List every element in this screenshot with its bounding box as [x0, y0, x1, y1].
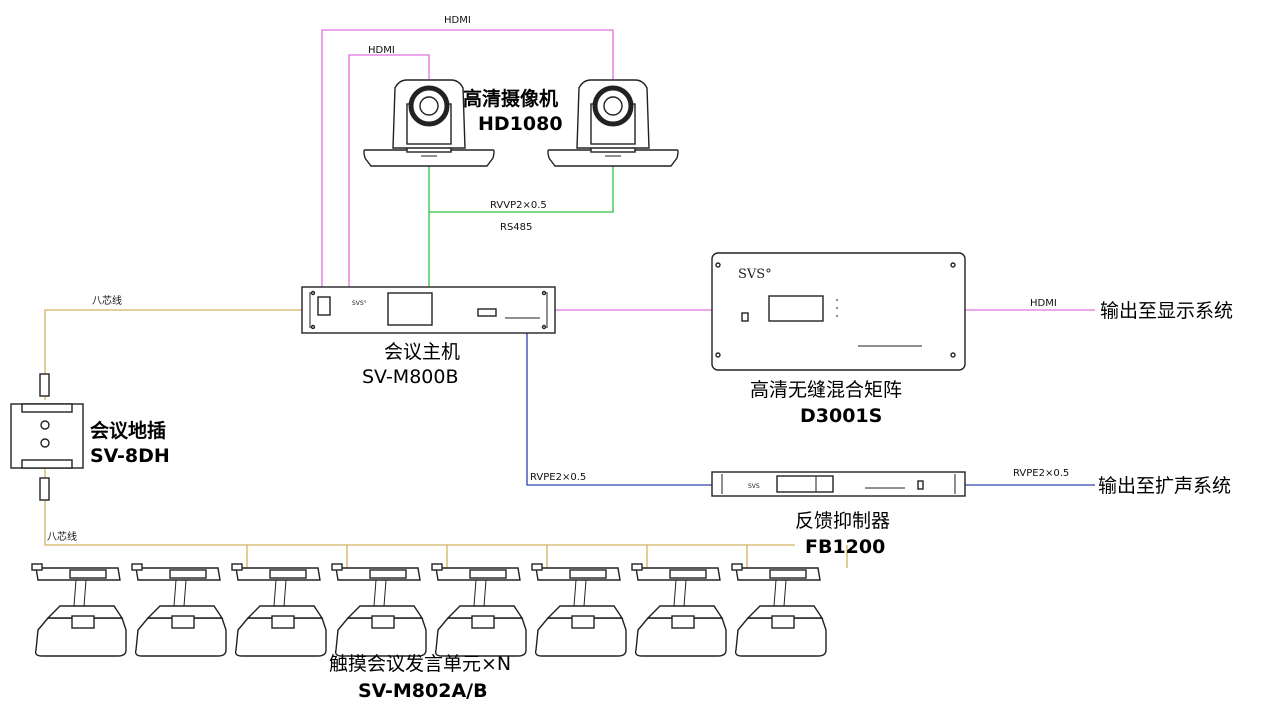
wire-hdmi-camera-1 [348, 54, 430, 287]
feedback-name: 反馈抑制器 [795, 510, 890, 532]
conference-unit-icon [431, 563, 527, 657]
label-rvpe-out: RVPE2×0.5 [1013, 468, 1069, 479]
wire-eight-core-top [44, 309, 302, 400]
conference-unit-icon [231, 563, 327, 657]
host-name: 会议主机 [384, 341, 460, 363]
conference-unit-icon [131, 563, 227, 657]
conference-units [31, 563, 827, 657]
matrix-name: 高清无缝混合矩阵 [750, 379, 902, 401]
feedback-model: FB1200 [805, 536, 885, 558]
wire-hdmi-camera-2 [321, 29, 614, 287]
output-speaker: 输出至扩声系统 [1098, 475, 1231, 497]
label-rvvp: RVVP2×0.5 [490, 200, 547, 211]
units-model: SV-M802A/B [358, 680, 488, 702]
label-hdmi-inner: HDMI [368, 45, 395, 56]
ptz-camera-icon [548, 80, 678, 166]
host-model: SV-M800B [362, 366, 459, 388]
conference-unit-icon [531, 563, 627, 657]
camera-model: HD1080 [478, 113, 563, 135]
feedback-device: SVS [711, 471, 966, 497]
output-display: 输出至显示系统 [1100, 300, 1233, 322]
label-rs485: RS485 [500, 222, 532, 233]
wire-labels: HDMI HDMI RVVP2×0.5 RS485 八芯线 八芯线 HDMI R… [47, 15, 1069, 543]
wire-audio-host-feedback [526, 333, 712, 486]
camera-2 [548, 80, 678, 166]
rack-unit-icon [711, 471, 966, 497]
label-hdmi-top: HDMI [444, 15, 471, 26]
matrix-brand: SVS° [738, 267, 772, 282]
label-hdmi-display: HDMI [1030, 298, 1057, 309]
feedback-brand: SVS [748, 483, 760, 490]
wire-eight-core-bottom [44, 468, 795, 546]
conference-unit-icon [731, 563, 827, 657]
wire-rs485-branch [429, 166, 614, 213]
floor-socket-icon [10, 373, 84, 501]
label-rvpe-host: RVPE2×0.5 [530, 472, 586, 483]
camera-name: 高清摄像机 [463, 87, 558, 110]
matrix-chassis-icon [711, 252, 966, 371]
host-device: SVS° [301, 286, 556, 334]
conference-unit-icon [631, 563, 727, 657]
host-brand: SVS° [352, 300, 367, 307]
wires [44, 29, 1095, 568]
floor-socket [10, 373, 84, 501]
label-eight-core-top: 八芯线 [92, 294, 122, 307]
floor-name: 会议地插 [90, 419, 166, 442]
matrix-model: D3001S [800, 405, 882, 427]
label-eight-core-bottom: 八芯线 [47, 530, 77, 543]
rack-unit-icon [301, 286, 556, 334]
units-name: 触摸会议发言单元×N [329, 653, 511, 675]
matrix-device: SVS° [711, 252, 966, 371]
conference-unit-icon [31, 563, 127, 657]
conference-unit-icon [331, 563, 427, 657]
floor-model: SV-8DH [90, 445, 170, 467]
wire-unit-drops [246, 545, 848, 568]
